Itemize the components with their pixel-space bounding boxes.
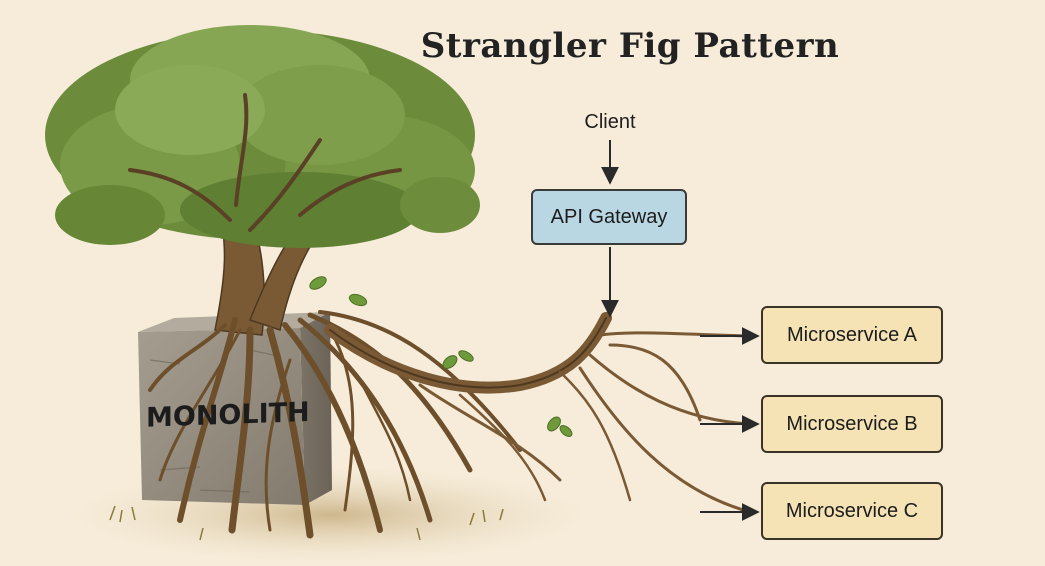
client-label: Client	[584, 111, 636, 133]
tree-canopy	[45, 25, 480, 248]
microservice-b-label: Microservice B	[786, 412, 918, 435]
sprout-leaves	[309, 276, 573, 437]
microservice-a-label: Microservice A	[786, 323, 918, 346]
microservice-c-label: Microservice C	[785, 499, 919, 522]
grass-tufts	[109, 505, 504, 541]
gateway-root	[324, 312, 632, 502]
api-gateway-box: API Gateway	[531, 189, 687, 245]
service-roots	[578, 331, 752, 514]
api-gateway-label: API Gateway	[550, 205, 668, 228]
diagram-title: Strangler Fig Pattern	[420, 26, 840, 66]
monolith-label: MONOLITH	[146, 397, 310, 434]
tree-branches	[128, 93, 402, 232]
microservice-c-box: Microservice C	[761, 482, 943, 540]
microservice-b-box: Microservice B	[761, 395, 943, 453]
microservice-a-box: Microservice A	[761, 306, 943, 364]
